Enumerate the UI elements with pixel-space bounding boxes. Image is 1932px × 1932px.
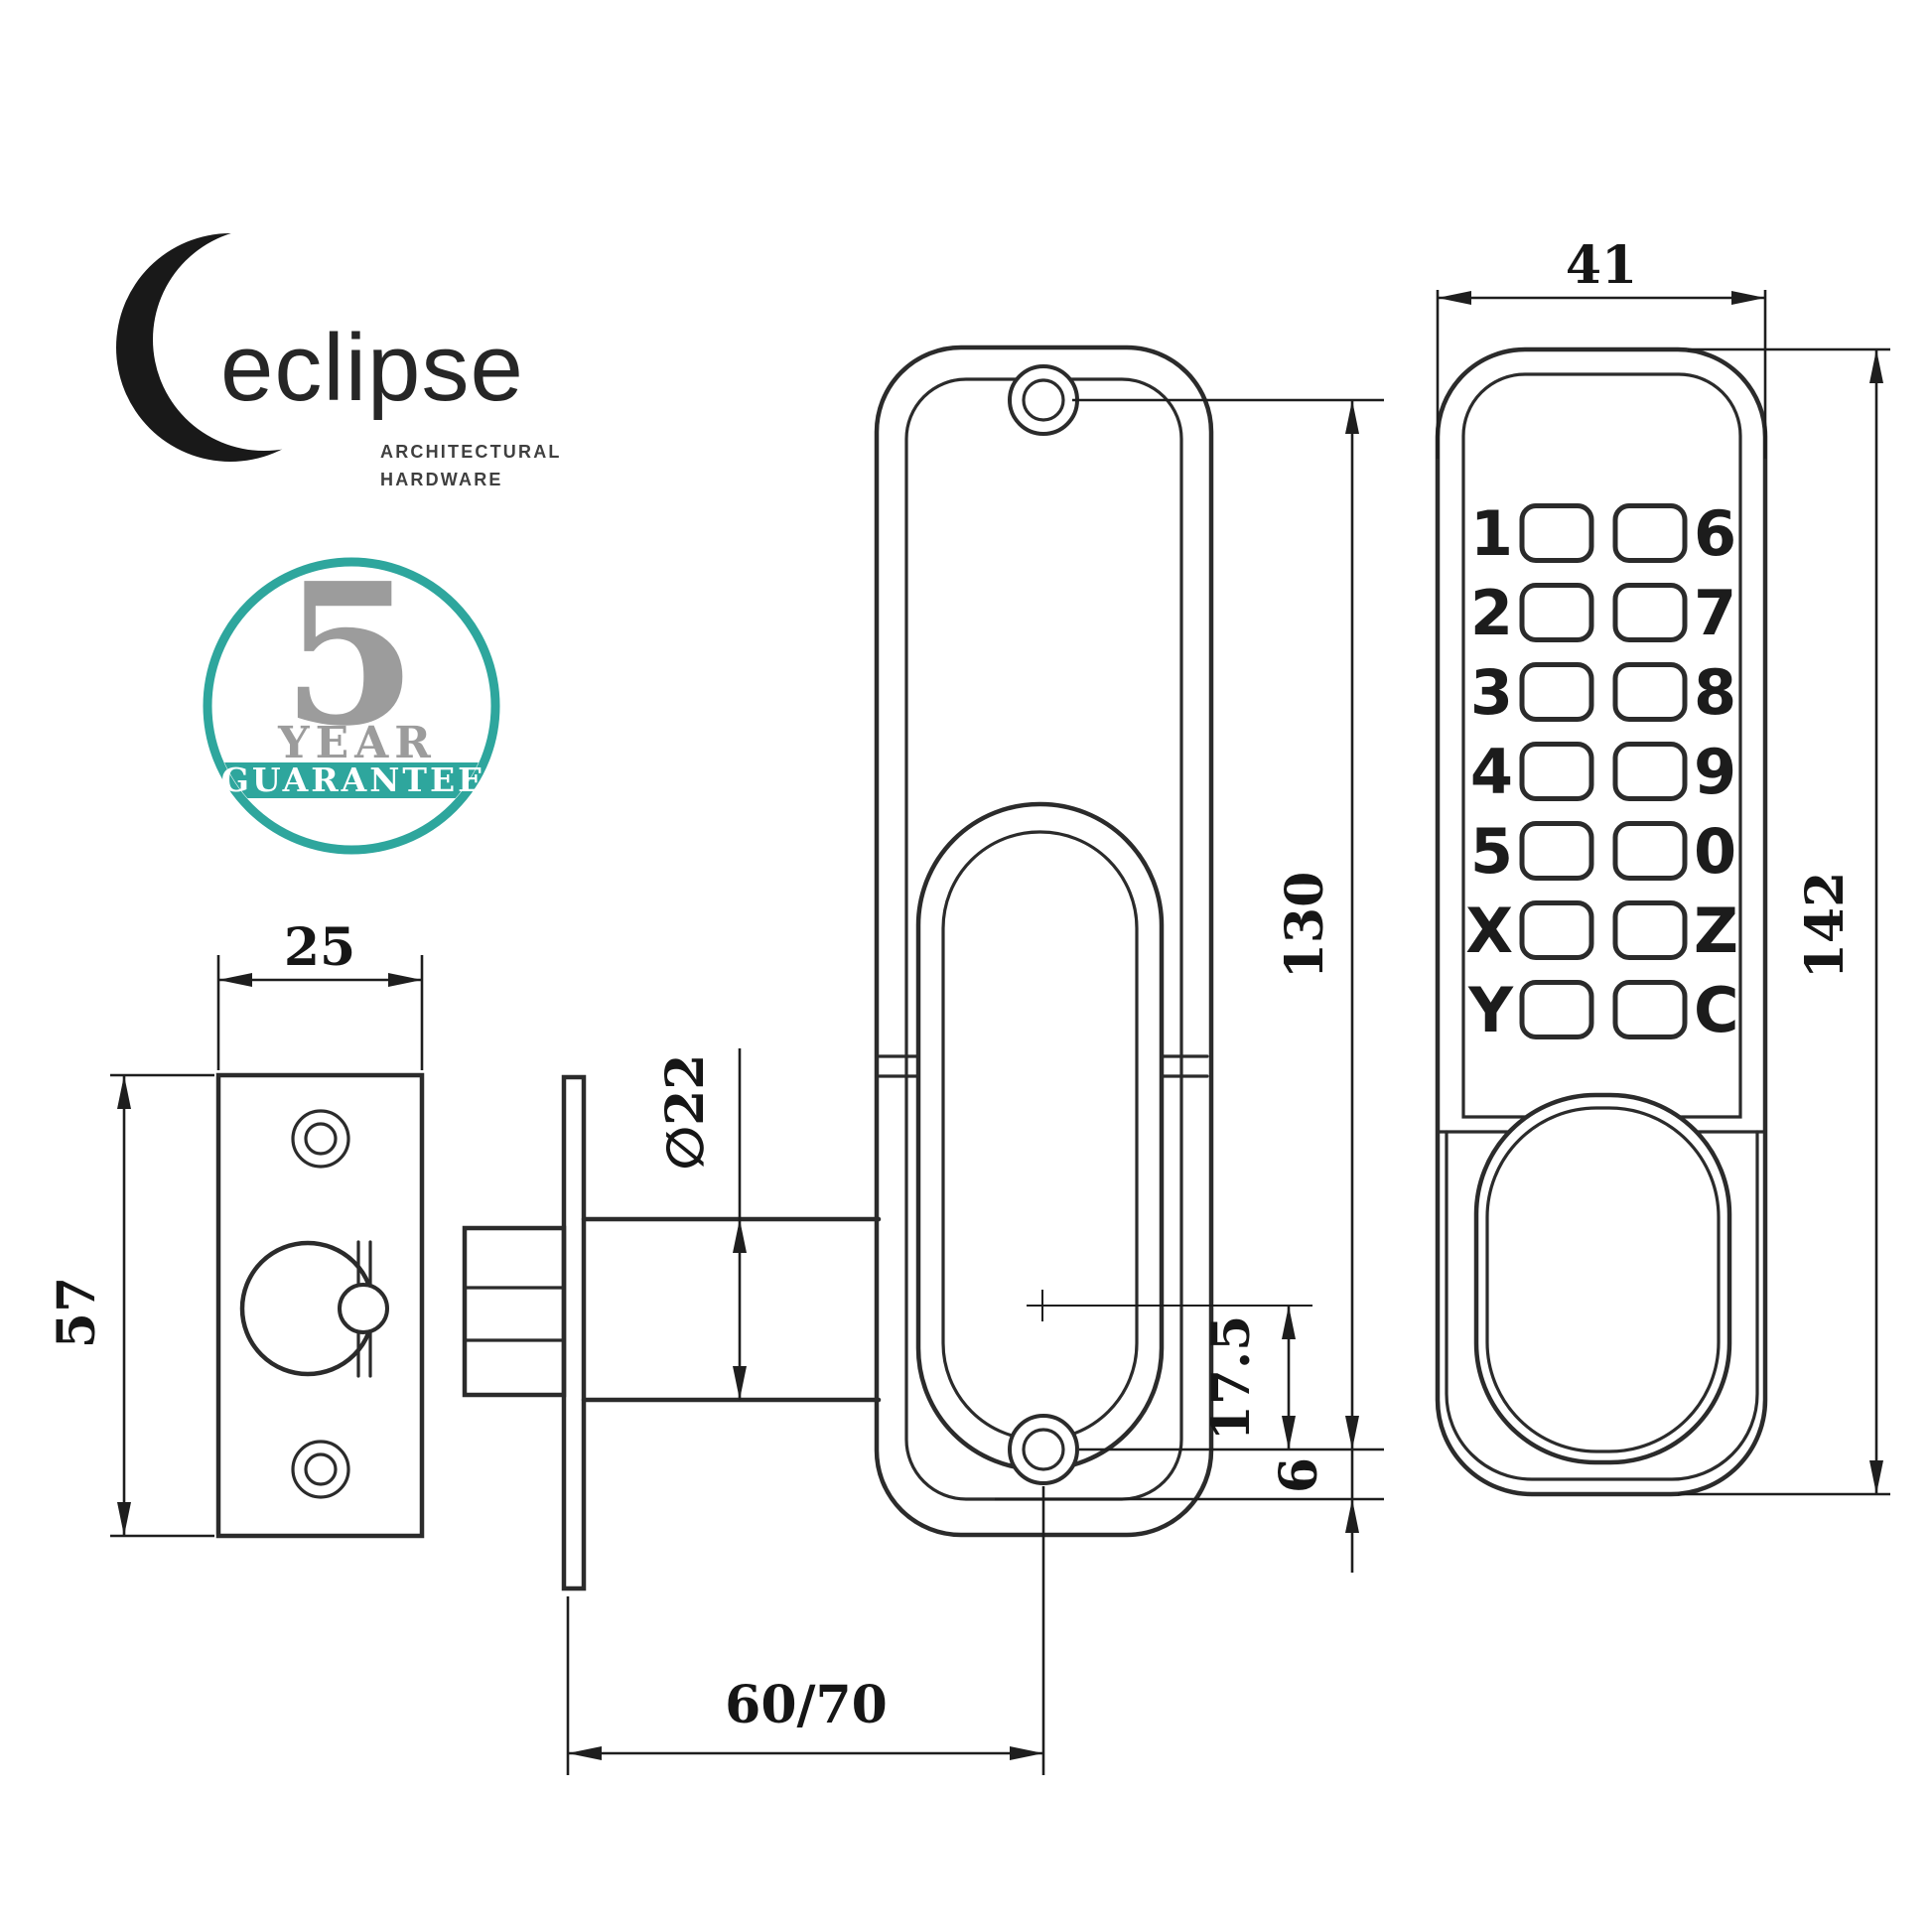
dim-edge-distance-label: 6	[1269, 1457, 1329, 1493]
dim-backset-label: 60/70	[725, 1675, 888, 1735]
thumb-knob-outer	[1473, 1092, 1732, 1465]
key-button-4	[1519, 742, 1594, 801]
crescent-cutout	[153, 228, 375, 451]
latch-bolt	[462, 1225, 567, 1398]
housing-inner-outline	[1445, 1130, 1759, 1481]
fixing-screw-bottom	[1008, 1414, 1079, 1485]
arrowhead	[117, 1075, 131, 1109]
thumb-knob-inner	[1485, 1106, 1721, 1453]
key-label: 8	[1694, 656, 1736, 729]
key-label: 3	[1470, 656, 1513, 729]
key-button-X	[1519, 900, 1594, 960]
key-label: 4	[1470, 736, 1513, 808]
back-plate-inner-outline	[904, 377, 1183, 1501]
strike-plate-view: 25 57	[47, 917, 425, 1539]
key-button-0	[1612, 821, 1688, 881]
screw-hole-top	[291, 1109, 350, 1169]
brand-wordmark: eclipse	[220, 315, 524, 421]
key-label: 0	[1694, 815, 1736, 888]
key-button-6	[1612, 503, 1688, 563]
fixing-screw-bottom-inner	[1022, 1428, 1065, 1471]
strike-plate-outline	[215, 1072, 425, 1539]
dim-spindle-offset-label: 17.5	[1201, 1315, 1262, 1442]
arrowhead	[218, 973, 252, 987]
key-label: 6	[1694, 497, 1736, 570]
arrowhead	[1282, 1416, 1296, 1449]
arrowhead	[1731, 291, 1765, 305]
body-outline	[1435, 346, 1768, 1497]
brand-tagline-line2: HARDWARE	[380, 470, 503, 489]
key-button-1	[1519, 503, 1594, 563]
key-label: 2	[1470, 577, 1513, 649]
front-keypad-view: 1 2 3 4 5 X Y 6 7 8 9 0 Z C 41 142	[1435, 235, 1890, 1497]
dim-strike-height-label: 57	[47, 1277, 107, 1348]
key-button-2	[1519, 583, 1594, 642]
dim-fixing-length-label: 130	[1275, 872, 1335, 980]
key-label: Z	[1694, 895, 1738, 967]
key-label: X	[1465, 895, 1513, 967]
badge-year-label: YEAR	[277, 718, 437, 768]
arrowhead	[1345, 400, 1359, 434]
key-button-7	[1612, 583, 1688, 642]
side-profile-view: ∅22 60/70 130 17.5 6	[462, 345, 1384, 1775]
key-label: Y	[1467, 974, 1514, 1046]
arrowhead	[1869, 349, 1883, 383]
dim-body-height-label: 142	[1795, 872, 1856, 980]
key-label: 7	[1694, 577, 1736, 649]
key-label: 9	[1694, 736, 1736, 808]
arrowhead	[1345, 1499, 1359, 1533]
arrowhead	[733, 1219, 747, 1253]
arrowhead	[388, 973, 422, 987]
key-button-C	[1612, 980, 1688, 1039]
screw-hole-bottom	[291, 1440, 350, 1499]
dim-strike-width-label: 25	[284, 917, 355, 978]
fixing-screw-top	[1008, 364, 1079, 436]
handle-oval-outer	[915, 801, 1165, 1472]
key-label: 1	[1470, 497, 1513, 570]
arrowhead	[1010, 1746, 1043, 1760]
key-button-5	[1519, 821, 1594, 881]
latch-roller	[338, 1283, 389, 1334]
key-button-8	[1612, 662, 1688, 722]
arrowhead	[1282, 1306, 1296, 1339]
key-label: C	[1694, 974, 1739, 1046]
latch-face-plate	[561, 1074, 587, 1591]
arrowhead	[1869, 1460, 1883, 1494]
key-button-3	[1519, 662, 1594, 722]
handle-oval-inner	[941, 830, 1139, 1442]
arrowhead	[117, 1502, 131, 1536]
dim-latch-diameter-label: ∅22	[655, 1054, 716, 1171]
arrowhead	[568, 1746, 602, 1760]
screw-hole-top-inner	[304, 1122, 338, 1156]
arrowhead	[1438, 291, 1471, 305]
brand-tagline-line1: ARCHITECTURAL	[380, 442, 562, 462]
key-button-Z	[1612, 900, 1688, 960]
arrowhead	[733, 1366, 747, 1400]
key-label: 5	[1470, 815, 1513, 888]
badge-number: 5	[282, 541, 417, 769]
guarantee-badge: 5 YEAR GUARANTEE	[203, 541, 500, 855]
fixing-screw-top-inner	[1022, 378, 1065, 422]
key-button-9	[1612, 742, 1688, 801]
badge-band	[212, 762, 490, 798]
eclipse-logo: eclipse ARCHITECTURAL HARDWARE	[116, 228, 562, 489]
dim-body-width-label: 41	[1566, 235, 1637, 296]
arrowhead	[1345, 1416, 1359, 1449]
keypad-panel-outline	[1461, 372, 1742, 1119]
screw-hole-bottom-inner	[304, 1452, 338, 1486]
badge-guarantee-label: GUARANTEE	[221, 760, 486, 799]
key-button-Y	[1519, 980, 1594, 1039]
